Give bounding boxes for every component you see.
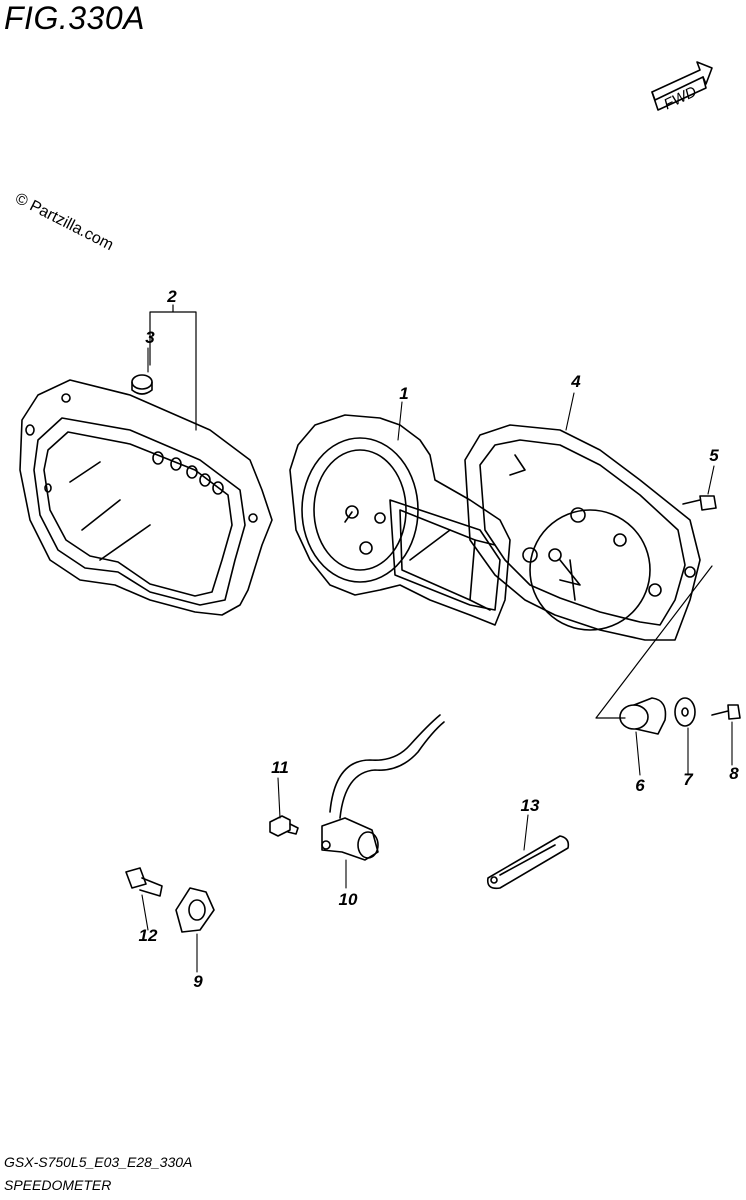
speed-sensor-part xyxy=(321,714,445,861)
callout-5[interactable]: 5 xyxy=(709,446,719,465)
cable-clamp-part xyxy=(486,835,570,890)
meter-case-part xyxy=(464,424,701,641)
callout-4[interactable]: 4 xyxy=(571,372,581,391)
meter-assembly-part xyxy=(289,414,511,626)
callout-6[interactable]: 6 xyxy=(635,776,645,795)
callout-1[interactable]: 1 xyxy=(399,384,409,403)
leader-lines xyxy=(141,347,733,973)
callout-3[interactable]: 3 xyxy=(145,328,155,347)
callout-12[interactable]: 12 xyxy=(138,926,158,945)
fwd-arrow-icon xyxy=(651,61,713,111)
meter-screw-part xyxy=(711,704,741,720)
sensor-bolt-part xyxy=(269,815,299,837)
callout-10[interactable]: 10 xyxy=(338,890,358,909)
washer-part xyxy=(674,697,696,727)
model-code: GSX-S750L5_E03_E28_330A xyxy=(4,1154,193,1170)
callout-13[interactable]: 13 xyxy=(520,796,540,815)
section-name: SPEEDOMETER xyxy=(4,1177,112,1193)
callout-2[interactable]: 2 xyxy=(167,287,177,306)
case-screw-part xyxy=(682,495,717,511)
callout-11[interactable]: 11 xyxy=(271,758,289,777)
callout-7[interactable]: 7 xyxy=(683,770,693,789)
front-cover-part xyxy=(19,379,273,616)
figure-title: FIG.330A xyxy=(4,0,145,36)
callout-9[interactable]: 9 xyxy=(193,972,203,991)
meter-cushion-part xyxy=(619,697,667,735)
callout-8[interactable]: 8 xyxy=(729,764,739,783)
plate-bolt-part xyxy=(125,867,163,897)
cover-cushion-part xyxy=(131,374,153,395)
sensor-plate-part xyxy=(175,887,215,933)
